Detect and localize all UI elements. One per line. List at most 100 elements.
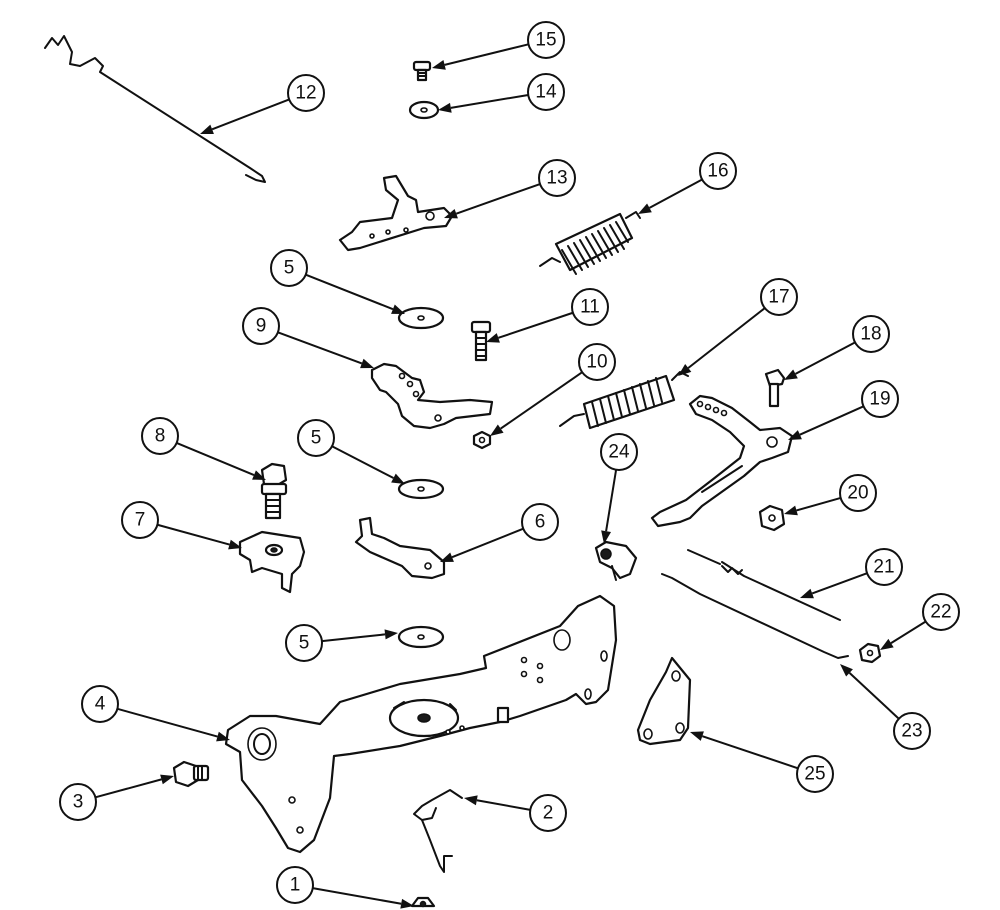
callout-14: 14 [527, 73, 565, 111]
part-22-nut [858, 642, 882, 664]
arrowhead-c3 [160, 774, 174, 785]
part-10-nut [472, 430, 492, 450]
svg-text:5: 5 [284, 258, 295, 279]
callout-2: 2 [529, 794, 567, 832]
svg-text:22: 22 [930, 602, 951, 623]
leader-line-c2 [476, 799, 531, 811]
svg-text:10: 10 [586, 352, 607, 373]
leader-line-c25 [702, 735, 799, 770]
svg-text:14: 14 [535, 82, 557, 103]
arrowhead-c7 [228, 539, 242, 550]
part-24-pivot-clamp [594, 540, 638, 581]
arrowhead-c5c [384, 629, 398, 640]
svg-text:1: 1 [290, 875, 301, 896]
svg-text:24: 24 [608, 442, 630, 463]
part-2-spring-clip [413, 789, 463, 873]
leader-line-c19 [799, 405, 864, 436]
arrowhead-c2 [464, 795, 478, 806]
callout-22: 22 [922, 593, 960, 631]
arrowhead-c9 [360, 358, 374, 369]
callout-24: 24 [600, 433, 638, 471]
leader-line-c16 [648, 178, 703, 209]
part-13-control-lever [338, 174, 454, 252]
part-5-washer-bottom [397, 625, 445, 649]
arrowhead-c13 [444, 208, 458, 219]
callout-1: 1 [276, 866, 314, 904]
part-19-lever [650, 394, 794, 528]
svg-text:21: 21 [873, 557, 894, 578]
leader-line-c20 [796, 496, 841, 512]
svg-text:2: 2 [543, 803, 554, 824]
svg-text:15: 15 [535, 30, 556, 51]
part-7-bracket-clip [238, 530, 306, 594]
arrowhead-c20 [784, 505, 798, 516]
part-5-washer-middle [397, 478, 445, 500]
svg-text:5: 5 [299, 633, 310, 654]
part-4-control-bracket [224, 594, 618, 854]
part-16-spring [539, 211, 641, 275]
part-20-nut [758, 504, 786, 532]
callout-3: 3 [59, 783, 97, 821]
leader-line-c1 [312, 887, 402, 905]
svg-text:7: 7 [135, 510, 146, 531]
callout-23: 23 [893, 712, 931, 750]
arrowhead-c4 [216, 731, 230, 742]
leader-line-c3 [95, 778, 162, 799]
arrowhead-c19 [788, 430, 802, 440]
arrowhead-c25 [690, 731, 704, 741]
arrowhead-c11 [486, 333, 500, 343]
svg-text:12: 12 [295, 83, 316, 104]
svg-text:13: 13 [546, 168, 567, 189]
leader-line-c8 [176, 441, 255, 476]
arrowhead-c8 [252, 470, 266, 480]
callout-18: 18 [852, 315, 890, 353]
leader-line-c6 [451, 527, 524, 559]
leader-line-c7 [157, 523, 230, 546]
leader-line-c10 [500, 371, 583, 430]
svg-text:20: 20 [847, 483, 868, 504]
part-21-spring-rod [687, 549, 841, 621]
leader-line-c12 [211, 98, 290, 131]
arrowhead-c18 [784, 369, 798, 380]
arrowhead-c1 [400, 898, 414, 909]
leader-line-c15 [444, 43, 529, 66]
callout-21: 21 [865, 548, 903, 586]
leader-line-c22 [890, 620, 927, 644]
part-9-lever-arm [370, 362, 494, 430]
arrowhead-c24 [601, 530, 612, 544]
callout-4: 4 [81, 685, 119, 723]
svg-text:25: 25 [804, 764, 825, 785]
part-8-bolt [260, 462, 288, 520]
leader-line-c9 [277, 331, 363, 365]
arrowhead-c5a [391, 304, 405, 314]
leader-line-c13 [455, 183, 541, 215]
part-3-bolt [172, 760, 210, 788]
leader-line-c5c [321, 633, 386, 643]
callout-5-middle: 5 [297, 419, 335, 457]
svg-text:6: 6 [535, 512, 546, 533]
callout-5-top: 5 [270, 249, 308, 287]
svg-text:5: 5 [311, 428, 322, 449]
arrowhead-c15 [432, 60, 446, 70]
part-5-washer-top [397, 306, 445, 330]
svg-text:4: 4 [95, 694, 106, 715]
callout-5-bottom: 5 [285, 624, 323, 662]
part-25-mounting-plate [636, 656, 692, 746]
arrowhead-c21 [800, 588, 814, 599]
leader-line-c11 [498, 311, 574, 339]
callout-12: 12 [287, 74, 325, 112]
svg-text:8: 8 [155, 426, 166, 447]
svg-text:9: 9 [256, 316, 267, 337]
callout-17: 17 [760, 278, 798, 316]
callout-8: 8 [141, 417, 179, 455]
part-11-screw [470, 320, 492, 362]
svg-text:3: 3 [73, 792, 84, 813]
svg-text:17: 17 [768, 287, 789, 308]
leader-lines [95, 43, 927, 909]
leader-line-c5b [331, 445, 394, 479]
leader-line-c23 [848, 672, 900, 720]
arrowhead-c22 [880, 638, 894, 650]
leader-line-c5a [305, 273, 394, 311]
svg-text:18: 18 [860, 324, 881, 345]
